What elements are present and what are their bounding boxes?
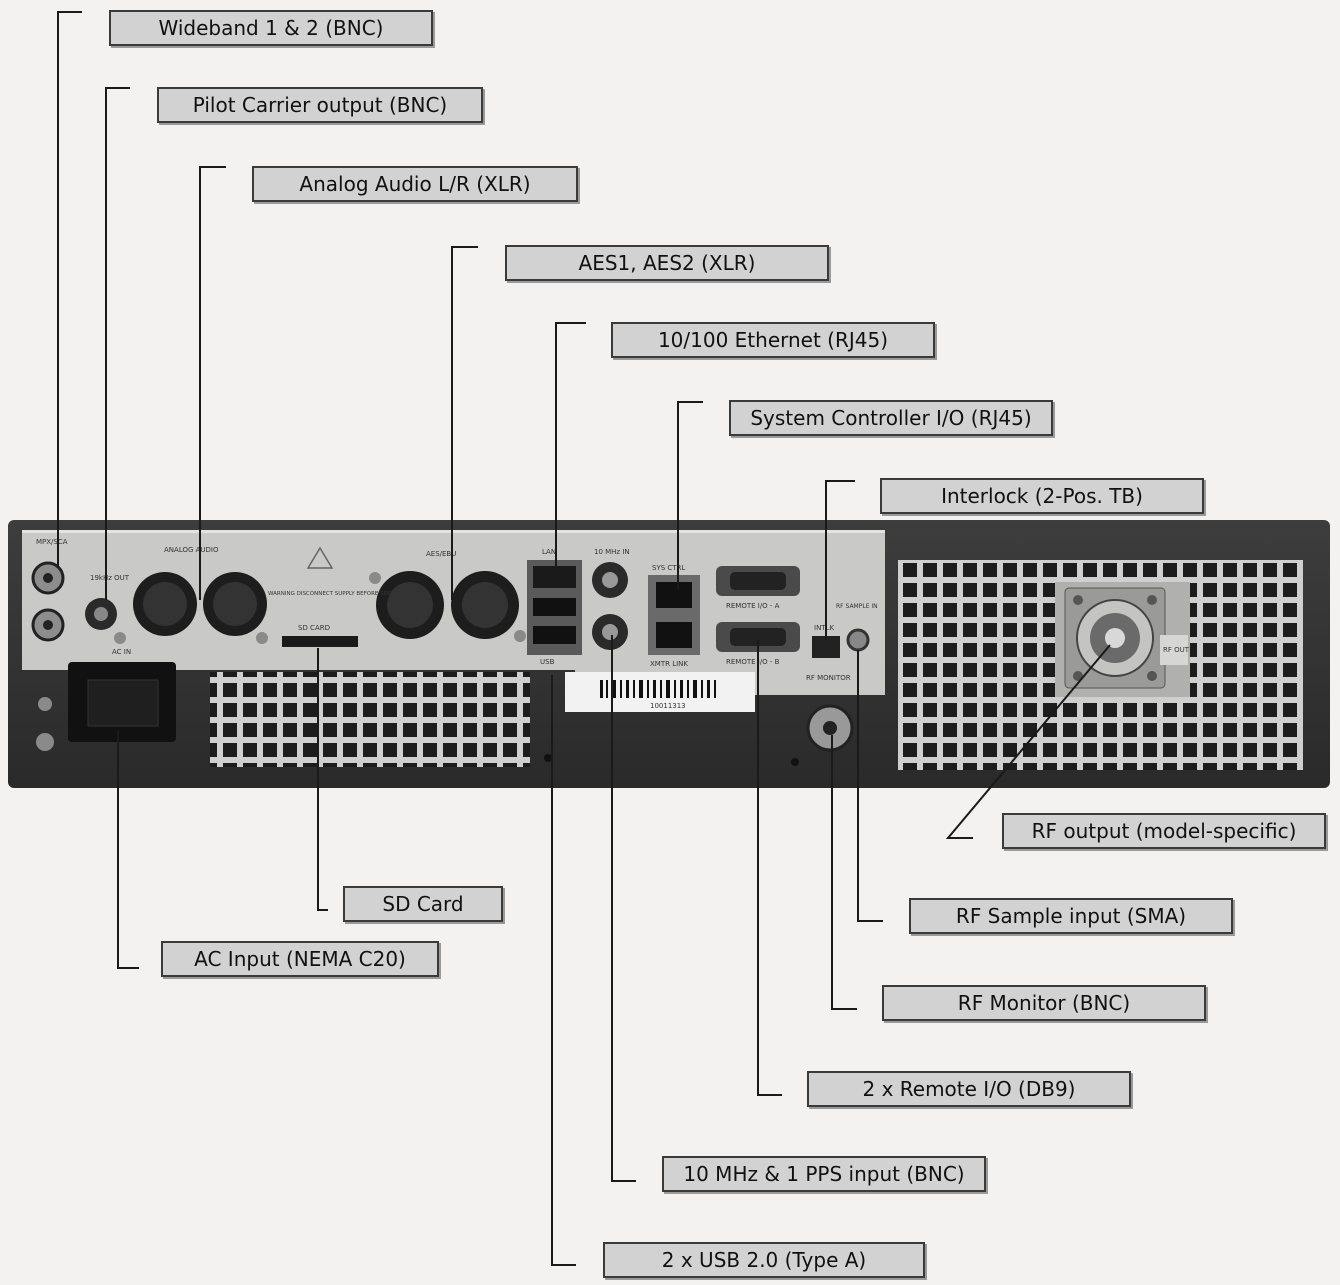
panel-label-ac-in: AC IN bbox=[112, 648, 131, 656]
panel-label-analog-audio: ANALOG AUDIO bbox=[164, 546, 219, 554]
panel-label-intlk: INTLK bbox=[814, 624, 834, 632]
panel-label-lan: LAN bbox=[542, 548, 556, 556]
leader-lines bbox=[57, 11, 1111, 1266]
panel-label-pilot-out: 19kHz OUT bbox=[90, 574, 130, 582]
callout-wideband: Wideband 1 & 2 (BNC) bbox=[109, 10, 433, 46]
rf-sample-sma bbox=[846, 628, 870, 652]
callout-ac-input: AC Input (NEMA C20) bbox=[161, 941, 439, 977]
ac-inlet bbox=[68, 662, 176, 742]
callout-interlock: Interlock (2-Pos. TB) bbox=[880, 478, 1204, 514]
callout-sd-card: SD Card bbox=[343, 886, 503, 922]
callout-remote-io: 2 x Remote I/O (DB9) bbox=[807, 1071, 1131, 1107]
panel-label-xmtr-link: XMTR LINK bbox=[650, 660, 688, 668]
warning-triangle bbox=[306, 546, 334, 569]
analog-xlr-connectors bbox=[133, 572, 267, 636]
panel-label-usb: USB bbox=[540, 658, 555, 666]
panel-label-warning: WARNING DISCONNECT SUPPLY BEFORE SERVICI… bbox=[268, 591, 410, 597]
lan-usb-stack bbox=[527, 560, 582, 655]
callout-aes: AES1, AES2 (XLR) bbox=[505, 245, 829, 281]
callout-ref-input: 10 MHz & 1 PPS input (BNC) bbox=[662, 1156, 986, 1192]
callout-rf-monitor: RF Monitor (BNC) bbox=[882, 985, 1206, 1021]
interlock-terminal-block bbox=[812, 636, 840, 658]
panel-label-barcode: 10011313 bbox=[650, 702, 686, 710]
panel-label-rf-out: RF OUT bbox=[1163, 646, 1190, 654]
callout-usb: 2 x USB 2.0 (Type A) bbox=[603, 1242, 925, 1278]
panel-label-aes-ebu: AES/EBU bbox=[426, 550, 456, 558]
rf-monitor-bnc bbox=[806, 704, 854, 752]
sd-card-slot bbox=[282, 636, 358, 647]
remote-io-db9 bbox=[716, 566, 800, 652]
callout-rf-output: RF output (model-specific) bbox=[1002, 813, 1326, 849]
panel-label-rf-monitor: RF MONITOR bbox=[806, 674, 851, 682]
panel-label-sys-ctrl: SYS CTRL bbox=[652, 564, 685, 572]
pilot-output-bnc bbox=[85, 598, 117, 630]
callout-pilot-carrier: Pilot Carrier output (BNC) bbox=[157, 87, 483, 123]
panel-label-mpx-sca: MPX/SCA bbox=[36, 538, 68, 546]
panel-label-remote-a: REMOTE I/O - A bbox=[726, 602, 780, 610]
panel-label-rf-sample-in: RF SAMPLE IN bbox=[836, 603, 878, 610]
panel-label-sd-card: SD CARD bbox=[298, 624, 330, 632]
system-controller-rj45 bbox=[648, 575, 700, 655]
panel-screws bbox=[36, 572, 799, 766]
reference-bnc-connectors bbox=[592, 562, 628, 650]
callout-analog-audio: Analog Audio L/R (XLR) bbox=[252, 166, 578, 202]
lower-left-vent-grille bbox=[210, 672, 530, 767]
panel-label-10mhz-in: 10 MHz IN bbox=[594, 548, 630, 556]
callout-system-controller: System Controller I/O (RJ45) bbox=[729, 400, 1053, 436]
barcode-label bbox=[565, 672, 755, 712]
wideband-bnc-connectors bbox=[31, 561, 65, 642]
callout-ethernet: 10/100 Ethernet (RJ45) bbox=[611, 322, 935, 358]
panel-label-remote-b: REMOTE I/O - B bbox=[726, 658, 780, 666]
callout-rf-sample: RF Sample input (SMA) bbox=[909, 898, 1233, 934]
rf-output-connector bbox=[1064, 587, 1166, 689]
aes-xlr-connectors bbox=[376, 571, 519, 639]
